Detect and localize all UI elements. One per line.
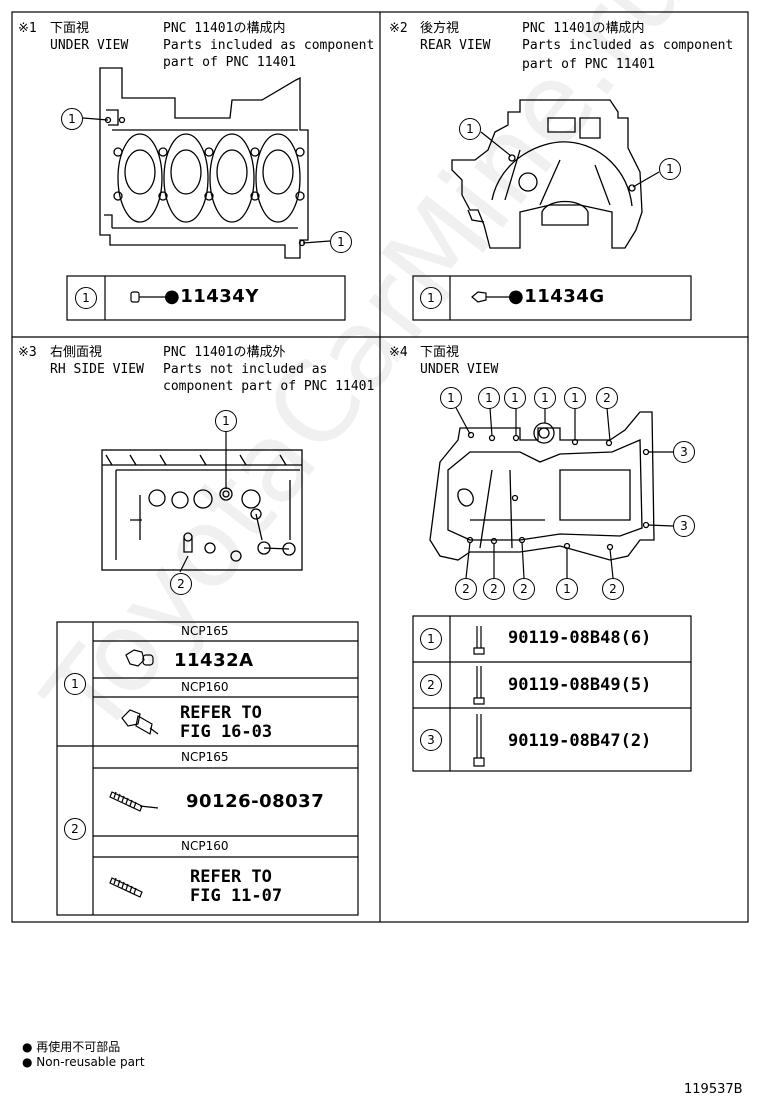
callout-leader <box>302 240 331 244</box>
flange-bolt-icon <box>473 714 485 767</box>
part-table-3 <box>56 621 359 916</box>
callout-1: 1 <box>459 118 481 140</box>
callout-leader <box>480 131 512 157</box>
part-table-4 <box>412 615 692 772</box>
panel3-mark: ※3 <box>18 345 37 360</box>
callout-1: 1 <box>556 578 578 600</box>
stud-bolt-icon <box>109 877 143 898</box>
panel1-title-ja: 下面視 <box>50 21 90 36</box>
legend-non-reusable-en: ● Non-reusable part <box>22 1055 145 1069</box>
panel1-desc-3: part of PNC 11401 <box>163 55 297 70</box>
table-ref-3: 3 <box>420 729 442 751</box>
sensor-icon <box>121 709 159 735</box>
table-ref-2: 2 <box>420 674 442 696</box>
legend-non-reusable-ja: ● 再使用不可部品 <box>22 1040 121 1054</box>
block-under-view-drawing <box>99 67 309 259</box>
panel4-mark: ※4 <box>389 345 408 360</box>
callout-3: 3 <box>673 515 695 537</box>
figure-reference[interactable]: REFER TO <box>180 703 262 723</box>
callout-1: 1 <box>440 387 462 409</box>
variant-label: NCP160 <box>181 839 229 853</box>
oil-pan-drawing <box>429 411 655 561</box>
callout-1: 1 <box>564 387 586 409</box>
callout-leader <box>82 117 109 121</box>
variant-label: NCP160 <box>181 680 229 694</box>
panel4-title-en: UNDER VIEW <box>420 362 499 377</box>
part-number[interactable]: 90119-08B48(6) <box>508 628 652 648</box>
callout-1: 1 <box>215 410 237 432</box>
figure-reference[interactable]: FIG 16-03 <box>180 722 273 742</box>
callout-1: 1 <box>61 108 83 130</box>
part-number[interactable]: 90126-08037 <box>186 791 325 812</box>
part-table-2 <box>412 275 692 321</box>
panel3-title-ja: 右側面視 <box>50 345 103 360</box>
panel2-desc-3: part of PNC 11401 <box>522 57 656 72</box>
callout-3: 3 <box>673 441 695 463</box>
panel1-title-en: UNDER VIEW <box>50 38 129 53</box>
callout-leader <box>632 171 660 188</box>
panel1-mark: ※1 <box>18 21 37 36</box>
block-side-view-drawing <box>101 449 303 571</box>
table-ref-2: 2 <box>64 818 86 840</box>
callout-1: 1 <box>504 387 526 409</box>
callout-2: 2 <box>483 578 505 600</box>
figure-id: 119537B <box>684 1082 743 1097</box>
table-ref-1: 1 <box>64 673 86 695</box>
part-table-1 <box>66 275 346 321</box>
panel1-desc-1: PNC 11401の構成内 <box>163 21 286 36</box>
panel2-title-ja: 後方視 <box>420 21 460 36</box>
part-number[interactable]: 11432A <box>174 650 254 671</box>
callout-1: 1 <box>330 231 352 253</box>
table-ref-1: 1 <box>75 287 97 309</box>
table-ref-1: 1 <box>420 628 442 650</box>
flange-bolt-icon <box>473 666 485 705</box>
panel2-title-en: REAR VIEW <box>420 38 491 53</box>
figure-reference[interactable]: REFER TO <box>190 867 272 887</box>
callout-2: 2 <box>513 578 535 600</box>
panel2-mark: ※2 <box>389 21 408 36</box>
part-number[interactable]: 90119-08B49(5) <box>508 675 652 695</box>
block-rear-view-drawing <box>451 99 643 249</box>
part-number[interactable]: ●11434Y <box>164 286 259 307</box>
panel3-title-en: RH SIDE VIEW <box>50 362 144 377</box>
figure-reference[interactable]: FIG 11-07 <box>190 886 283 906</box>
callout-2: 2 <box>596 387 618 409</box>
union-bolt-icon <box>125 649 154 667</box>
table-ref-1: 1 <box>420 287 442 309</box>
flange-bolt-icon <box>473 626 485 655</box>
panel3-desc-3: component part of PNC 11401 <box>163 379 375 394</box>
callout-leaders-4 <box>453 403 674 579</box>
panel2-desc-1: PNC 11401の構成内 <box>522 21 645 36</box>
panel3-desc-1: PNC 11401の構成外 <box>163 345 286 360</box>
plug-icon <box>130 291 166 303</box>
callout-1: 1 <box>659 158 681 180</box>
callout-2: 2 <box>170 573 192 595</box>
stud-bolt-icon <box>109 791 159 812</box>
variant-label: NCP165 <box>181 624 229 638</box>
callout-1: 1 <box>478 387 500 409</box>
callout-leader <box>179 555 189 573</box>
plug-icon <box>471 291 510 303</box>
panel2-desc-2: Parts included as component <box>522 38 734 53</box>
part-number[interactable]: ●11434G <box>508 286 605 307</box>
callout-1: 1 <box>534 387 556 409</box>
part-number[interactable]: 90119-08B47(2) <box>508 731 652 751</box>
variant-label: NCP165 <box>181 750 229 764</box>
callout-2: 2 <box>602 578 624 600</box>
callout-2: 2 <box>455 578 477 600</box>
panel1-desc-2: Parts included as component <box>163 38 375 53</box>
panel3-desc-2: Parts not included as <box>163 362 328 377</box>
panel4-title-ja: 下面視 <box>420 345 460 360</box>
